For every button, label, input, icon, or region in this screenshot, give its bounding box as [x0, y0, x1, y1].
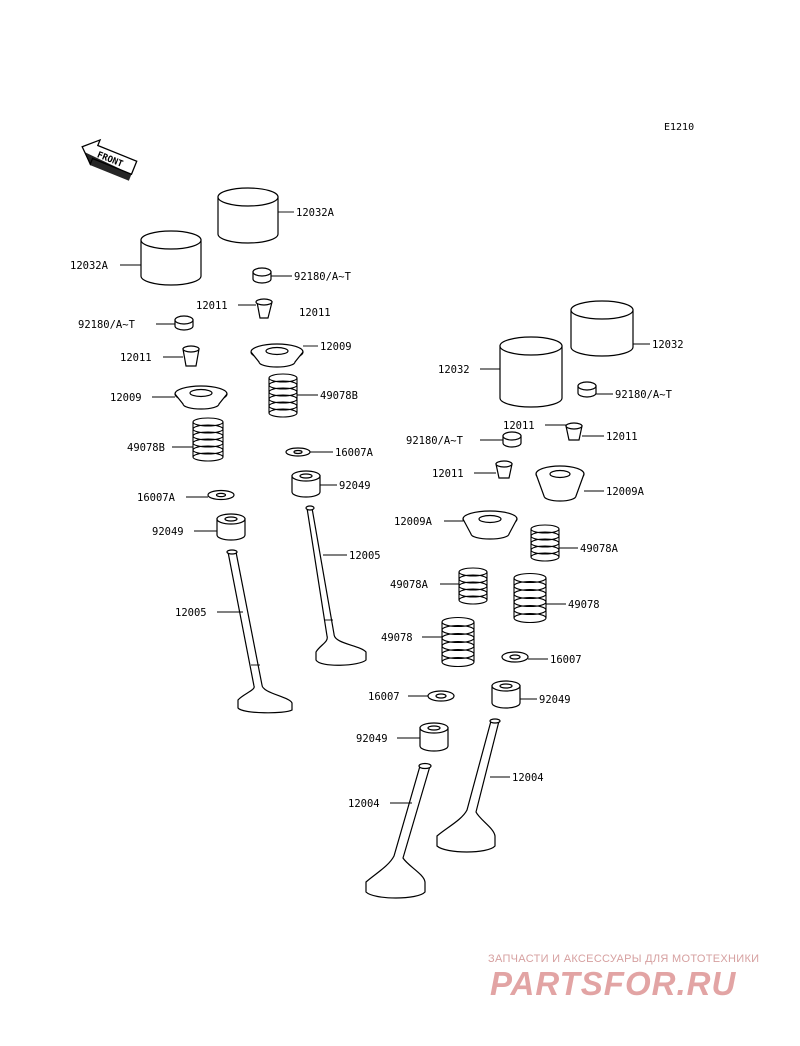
label-12032A-left: 12032A [70, 260, 109, 272]
label-16007-mid: 16007 [368, 691, 400, 703]
label-12009A-mid: 12009A [394, 516, 433, 528]
spring-49078-right [513, 572, 547, 624]
seal-92049-left [216, 513, 246, 541]
washer-16007A-top [285, 447, 311, 457]
label-92180-top: 92180/A~T [294, 271, 352, 283]
label-12011-b: 12011 [299, 307, 331, 319]
label-92180-r2: 92180/A~T [406, 435, 464, 447]
seal-92049-top [291, 470, 321, 498]
seal-92049-mid [419, 722, 449, 752]
diagram-code: E1210 [664, 122, 694, 133]
label-12011-r2: 12011 [606, 431, 638, 443]
tappet-12032-top [570, 300, 634, 357]
label-12011-r3: 12011 [432, 468, 464, 480]
retainer-12009-top [250, 343, 304, 368]
label-12005-top: 12005 [349, 550, 381, 562]
retainer-12009A-mid [462, 510, 518, 540]
label-92049-left: 92049 [152, 526, 184, 538]
label-92049-mid: 92049 [356, 733, 388, 745]
label-12011-c: 12011 [120, 352, 152, 364]
label-16007A-top: 16007A [335, 447, 374, 459]
shim-92180-left [174, 315, 194, 331]
keeper-12011-a [255, 298, 273, 319]
tappet-12032A-left [140, 230, 202, 286]
label-12009-left: 12009 [110, 392, 142, 404]
label-92049-right: 92049 [539, 694, 571, 706]
watermark-caption: ЗАПЧАСТИ И АКСЕССУАРЫ ДЛЯ МОТОТЕХНИКИ [488, 953, 759, 965]
tappet-12032A-top [217, 187, 279, 244]
washer-16007-right [501, 651, 529, 663]
label-92049-top: 92049 [339, 480, 371, 492]
label-12032A-top: 12032A [296, 207, 335, 219]
keeper-12011-c [182, 345, 200, 367]
label-49078-mid: 49078 [381, 632, 413, 644]
label-12011-a: 12011 [196, 300, 228, 312]
spring-49078-mid [441, 616, 475, 668]
retainer-12009-left [174, 385, 228, 410]
label-12005-left: 12005 [175, 607, 207, 619]
valve-12004-mid [365, 762, 432, 899]
washer-16007-mid [427, 690, 455, 702]
spring-49078B-left [192, 417, 224, 462]
watermark-logo: PARTSFOR.RU [490, 965, 736, 1002]
spring-49078B-top [268, 373, 298, 418]
label-16007A-left: 16007A [137, 492, 176, 504]
tappet-12032-mid [499, 336, 563, 408]
shim-92180-mid [502, 431, 522, 448]
label-92180-r1: 92180/A~T [615, 389, 673, 401]
keeper-12011-r3 [495, 460, 513, 479]
label-12032-mid: 12032 [438, 364, 470, 376]
valve-12005-top [305, 505, 367, 666]
seal-92049-right [491, 680, 521, 709]
label-12011-r1: 12011 [503, 420, 535, 432]
label-49078B-top: 49078B [320, 390, 358, 402]
label-49078A-mid: 49078A [390, 579, 429, 591]
label-49078A-right: 49078A [580, 543, 619, 555]
label-49078B-left: 49078B [127, 442, 165, 454]
front-arrow-icon: FRONT [81, 138, 138, 181]
retainer-12009A-right [535, 465, 585, 502]
label-49078-right: 49078 [568, 599, 600, 611]
keeper-12011-r1 [565, 422, 583, 441]
washer-16007A-left [207, 489, 235, 501]
label-12004-mid: 12004 [348, 798, 380, 810]
label-16007-right: 16007 [550, 654, 582, 666]
shim-92180-right [577, 381, 597, 398]
label-12009-top: 12009 [320, 341, 352, 353]
spring-49078A-right [530, 524, 560, 562]
valve-12004-right [436, 718, 501, 853]
spring-49078A-mid [458, 567, 488, 605]
label-12009A-right: 12009A [606, 486, 645, 498]
label-12004-right: 12004 [512, 772, 544, 784]
valve-12005-left [226, 549, 293, 714]
label-92180-left: 92180/A~T [78, 319, 136, 331]
shim-92180-top [252, 267, 272, 284]
label-12032-top: 12032 [652, 339, 684, 351]
